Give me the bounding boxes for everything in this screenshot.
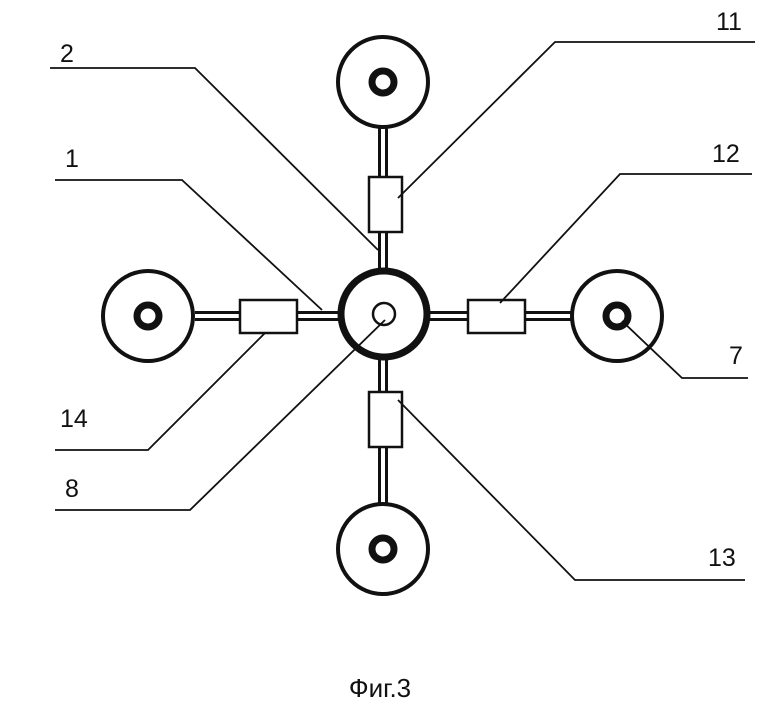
wheel-top-ring (372, 71, 394, 93)
label-7: 7 (729, 342, 743, 370)
wheel-bottom-ring (372, 538, 394, 560)
label-14: 14 (60, 405, 88, 433)
block-top (369, 177, 402, 232)
leader-1 (55, 180, 322, 310)
block-left (240, 300, 297, 333)
label-2: 2 (60, 40, 74, 68)
label-8: 8 (65, 475, 79, 503)
leader-2 (50, 68, 378, 250)
leader-8 (55, 320, 385, 510)
block-right (468, 300, 525, 333)
figure-caption: Фиг.3 (349, 673, 411, 703)
label-12: 12 (712, 140, 740, 168)
wheel-left (103, 271, 193, 361)
wheel-right (572, 271, 662, 361)
block-bottom (369, 392, 402, 447)
label-13: 13 (708, 544, 736, 572)
label-1: 1 (65, 145, 79, 173)
label-11: 11 (716, 8, 742, 36)
wheel-bottom (338, 504, 428, 594)
central-hub (341, 271, 427, 357)
leader-13 (398, 400, 745, 580)
wheel-top (338, 37, 428, 127)
wheel-left-ring (137, 305, 159, 327)
